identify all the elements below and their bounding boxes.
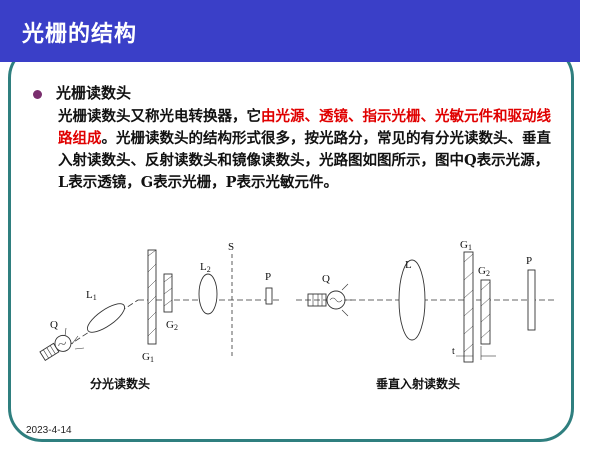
label-g2: G2 (166, 319, 178, 332)
bullet-dot (33, 90, 42, 99)
bullet-heading: 光栅读数头 (56, 84, 132, 102)
ray (341, 283, 349, 291)
body-paragraph: 光栅读数头又称光电转换器，它由光源、透镜、指示光栅、光敏元件和驱动线路组成。光栅… (58, 106, 558, 194)
lens-l1 (86, 303, 126, 333)
ray (74, 347, 85, 350)
caption-left: 分光读数头 (90, 376, 150, 391)
label-q: Q (322, 273, 330, 285)
ray (64, 327, 67, 337)
label-p: P (526, 255, 532, 267)
para-text-highlight: 由光源、透镜、指示光栅、光敏元件和驱动线路组成 (58, 108, 551, 147)
label-l1: L1 (86, 289, 97, 302)
label-g1: G1 (142, 351, 154, 364)
ray (341, 309, 349, 317)
label-g2: G2 (478, 265, 490, 278)
grating-g2 (163, 273, 173, 313)
lamp-q-icon (307, 290, 346, 310)
grating-g1 (463, 251, 474, 363)
para-text-g: G表示光栅， (140, 174, 226, 191)
label-l2: L2 (200, 261, 211, 274)
ray (71, 335, 79, 345)
label-q: Q (50, 319, 58, 331)
grating-g2 (480, 279, 491, 345)
diagram-normal-incidence-reader: Q L G1 G2 P t 垂直入射读数头 (296, 239, 554, 391)
para-text-p: P表示光敏元件。 (225, 174, 338, 191)
label-l: L (405, 259, 412, 271)
title-bar (0, 0, 580, 62)
label-t: t (452, 346, 455, 357)
para-text-l: L表示透镜， (58, 174, 141, 191)
slide-date: 2023-4-14 (26, 425, 72, 436)
label-p: P (265, 271, 271, 283)
para-text-1: 光栅读数头又称光电转换器，它 (58, 108, 261, 125)
para-text-2: 。光栅读数头的结构形式很多，按光路分，常见的有分光读数头、垂直入射读数头、反射读… (58, 130, 551, 169)
slide-title: 光栅的结构 (22, 21, 138, 47)
lamp-q-icon (39, 334, 72, 361)
detector-p (527, 269, 536, 331)
grating-g1 (147, 249, 157, 345)
lens-l2 (198, 273, 218, 315)
detector-p (265, 287, 273, 305)
lens-l (398, 259, 426, 341)
label-g1: G1 (460, 239, 472, 252)
caption-right: 垂直入射读数头 (376, 376, 460, 391)
diagram-split-reader: Q L1 L2 G1 G2 S P 分光读数头 (39, 241, 282, 391)
para-text-q: Q表示光源， (464, 152, 550, 169)
label-s: S (228, 241, 234, 253)
